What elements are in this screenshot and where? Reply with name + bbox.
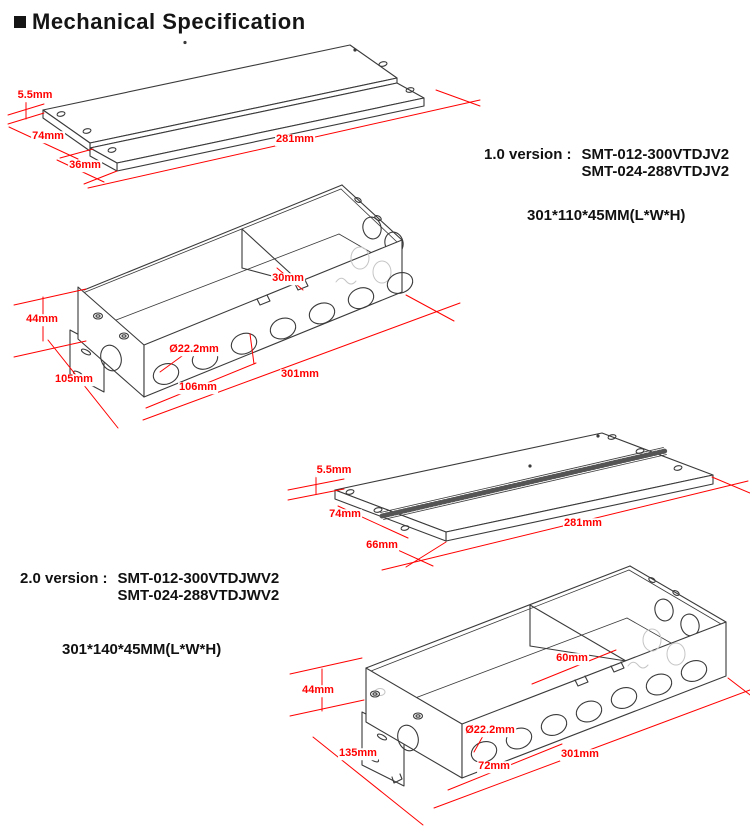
enclosure-v1-drawing: [13, 184, 461, 429]
dim-box1-section: 106mm: [178, 381, 218, 394]
version1-model1: SMT-012-300VTDJV2: [581, 146, 730, 163]
dim-box1-height: 44mm: [25, 313, 59, 326]
dim-lid1-front-width: 36mm: [68, 159, 102, 172]
dim-lid1-back-width: 74mm: [31, 130, 65, 143]
version2-block: 2.0 version : SMT-012-300VTDJWV2 SMT-024…: [20, 570, 279, 604]
enclosure-v2-dimension-lines: [289, 649, 750, 826]
lid-v2-drawing: [287, 432, 750, 571]
version2-size: 301*140*45MM(L*W*H): [62, 641, 222, 658]
version2-label: 2.0 version :: [20, 570, 108, 587]
section-bullet-icon: [14, 16, 26, 28]
dim-lid2-back-width: 74mm: [328, 508, 362, 521]
dim-lid1-length: 281mm: [275, 133, 315, 146]
dim-box2-height: 44mm: [301, 684, 335, 697]
enclosure-v2-drawing: [289, 565, 750, 826]
dim-lid2-length: 281mm: [563, 517, 603, 530]
version2-model2: SMT-024-288VTDJWV2: [117, 587, 280, 604]
dim-box1-length: 301mm: [280, 368, 320, 381]
version1-size: 301*110*45MM(L*W*H): [527, 207, 686, 224]
dim-lid2-thickness: 5.5mm: [315, 464, 353, 477]
dim-box1-notch: 30mm: [271, 272, 305, 285]
version2-model1: SMT-012-300VTDJWV2: [117, 570, 280, 587]
dim-lid1-thickness: 5.5mm: [16, 89, 54, 102]
page-title: Mechanical Specification: [14, 9, 306, 35]
dim-box2-length: 301mm: [560, 748, 600, 761]
page-title-text: Mechanical Specification: [32, 9, 306, 34]
dim-box2-width: 135mm: [338, 747, 378, 760]
dim-box2-section: 72mm: [477, 760, 511, 773]
lid-v1-drawing: [7, 40, 481, 189]
dim-box1-hole-dia: Ø22.2mm: [168, 343, 220, 356]
dim-box2-hole-dia: Ø22.2mm: [464, 724, 516, 737]
dim-box2-notch: 60mm: [555, 652, 589, 665]
version1-model2: SMT-024-288VTDJV2: [581, 163, 730, 180]
version1-label: 1.0 version :: [484, 146, 572, 163]
dim-lid2-front-width: 66mm: [365, 539, 399, 552]
version1-block: 1.0 version : SMT-012-300VTDJV2 SMT-024-…: [484, 146, 729, 180]
dim-box1-width: 105mm: [54, 373, 94, 386]
